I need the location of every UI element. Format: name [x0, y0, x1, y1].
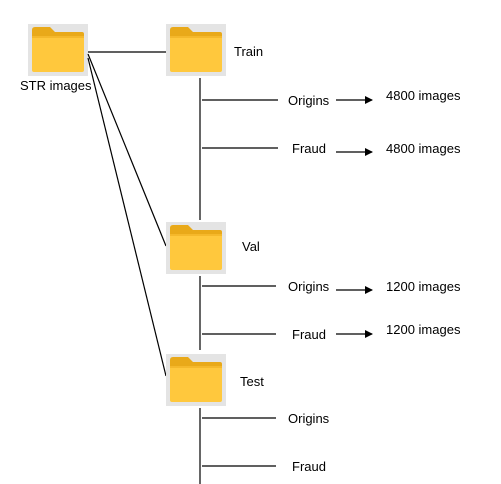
- val-fraud-label: Fraud: [292, 327, 326, 342]
- folder-icon: [28, 24, 88, 76]
- val-origins-label: Origins: [288, 279, 330, 294]
- train-origins-label: Origins: [288, 93, 330, 108]
- test-folder[interactable]: Test: [166, 354, 264, 406]
- val-label: Val: [242, 239, 260, 254]
- folder-icon: [166, 222, 226, 274]
- test-fraud-label: Fraud: [292, 459, 326, 474]
- val-origins-count: 1200 images: [386, 279, 461, 294]
- train-label: Train: [234, 44, 263, 59]
- root-label: STR images: [20, 78, 92, 93]
- root-folder[interactable]: STR images: [20, 24, 92, 93]
- val-folder[interactable]: Val: [166, 222, 260, 274]
- test-origins-label: Origins: [288, 411, 330, 426]
- train-fraud-label: Fraud: [292, 141, 326, 156]
- train-folder[interactable]: Train: [166, 24, 263, 76]
- train-fraud-count: 4800 images: [386, 141, 461, 156]
- folder-icon: [166, 24, 226, 76]
- root-to-val-connector: [87, 53, 167, 247]
- test-label: Test: [240, 374, 264, 389]
- train-origins-count: 4800 images: [386, 88, 461, 103]
- folder-icon: [166, 354, 226, 406]
- val-fraud-count: 1200 images: [386, 322, 461, 337]
- root-to-test-connector: [87, 57, 167, 377]
